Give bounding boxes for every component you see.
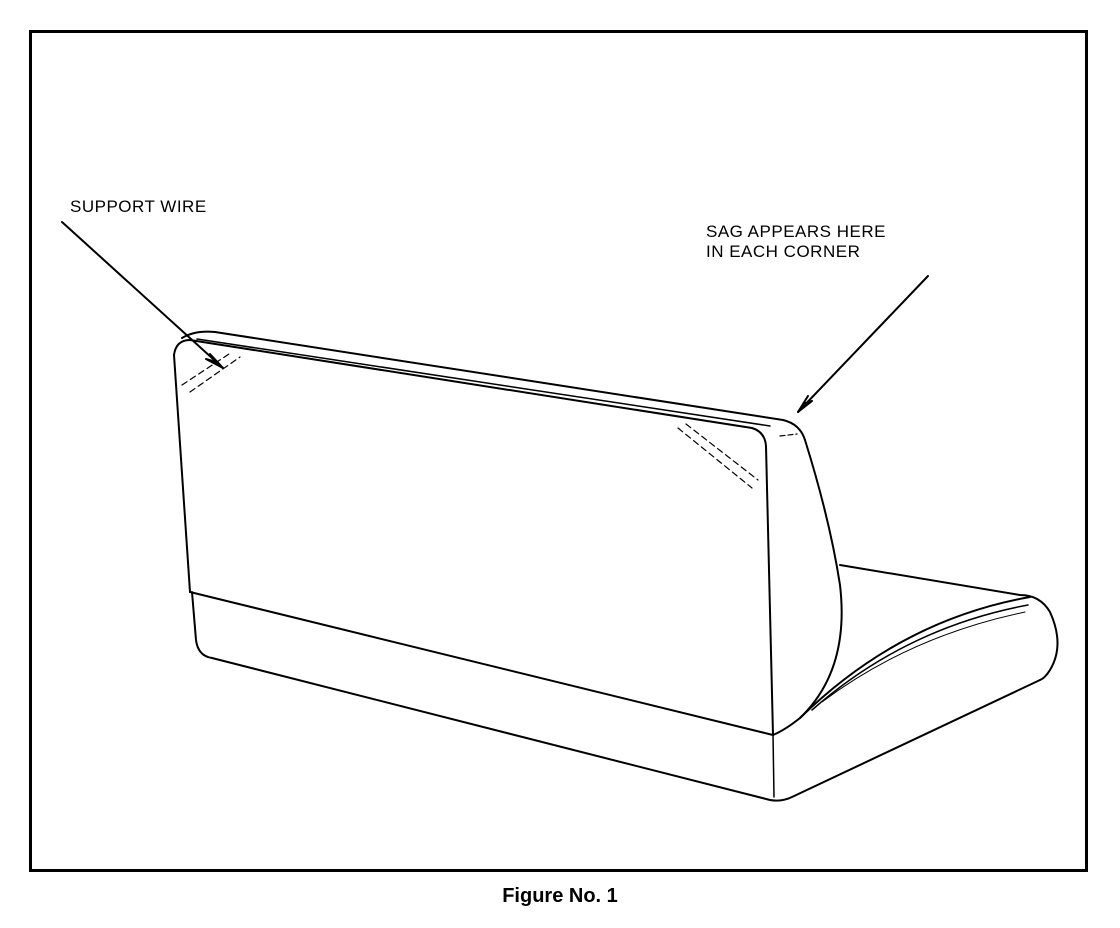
sag-arrow (797, 275, 929, 413)
figure-caption: Figure No. 1 (502, 885, 618, 907)
base-top-edge (189, 591, 774, 736)
figure-frame (29, 30, 1088, 872)
seat-cushion-crease (821, 611, 1026, 703)
seat-back-top (181, 330, 806, 441)
sag-corner-mark (779, 433, 798, 437)
support-wire-left (181, 351, 241, 393)
seat-back-top-inner-edge (196, 338, 771, 427)
base-corner-seam (772, 734, 775, 798)
base-bottom-edge (191, 591, 1041, 802)
seat-back-front-panel (173, 339, 774, 736)
seat-back-left-edge (173, 354, 191, 593)
sag-label: SAG APPEARS HERE IN EACH CORNER (706, 222, 886, 262)
seat-back-side (772, 439, 843, 736)
seat-cushion-front-contour (799, 596, 1031, 719)
seat-cushion-inner-contour (811, 604, 1029, 711)
sag-label-line-2: IN EACH CORNER (706, 242, 861, 261)
support-wire-right (677, 423, 759, 489)
sag-label-line-1: SAG APPEARS HERE (706, 222, 886, 241)
support-wire-arrow (61, 221, 224, 369)
support-wire-label: SUPPORT WIRE (70, 197, 207, 216)
seat-cushion-top (839, 564, 1059, 681)
